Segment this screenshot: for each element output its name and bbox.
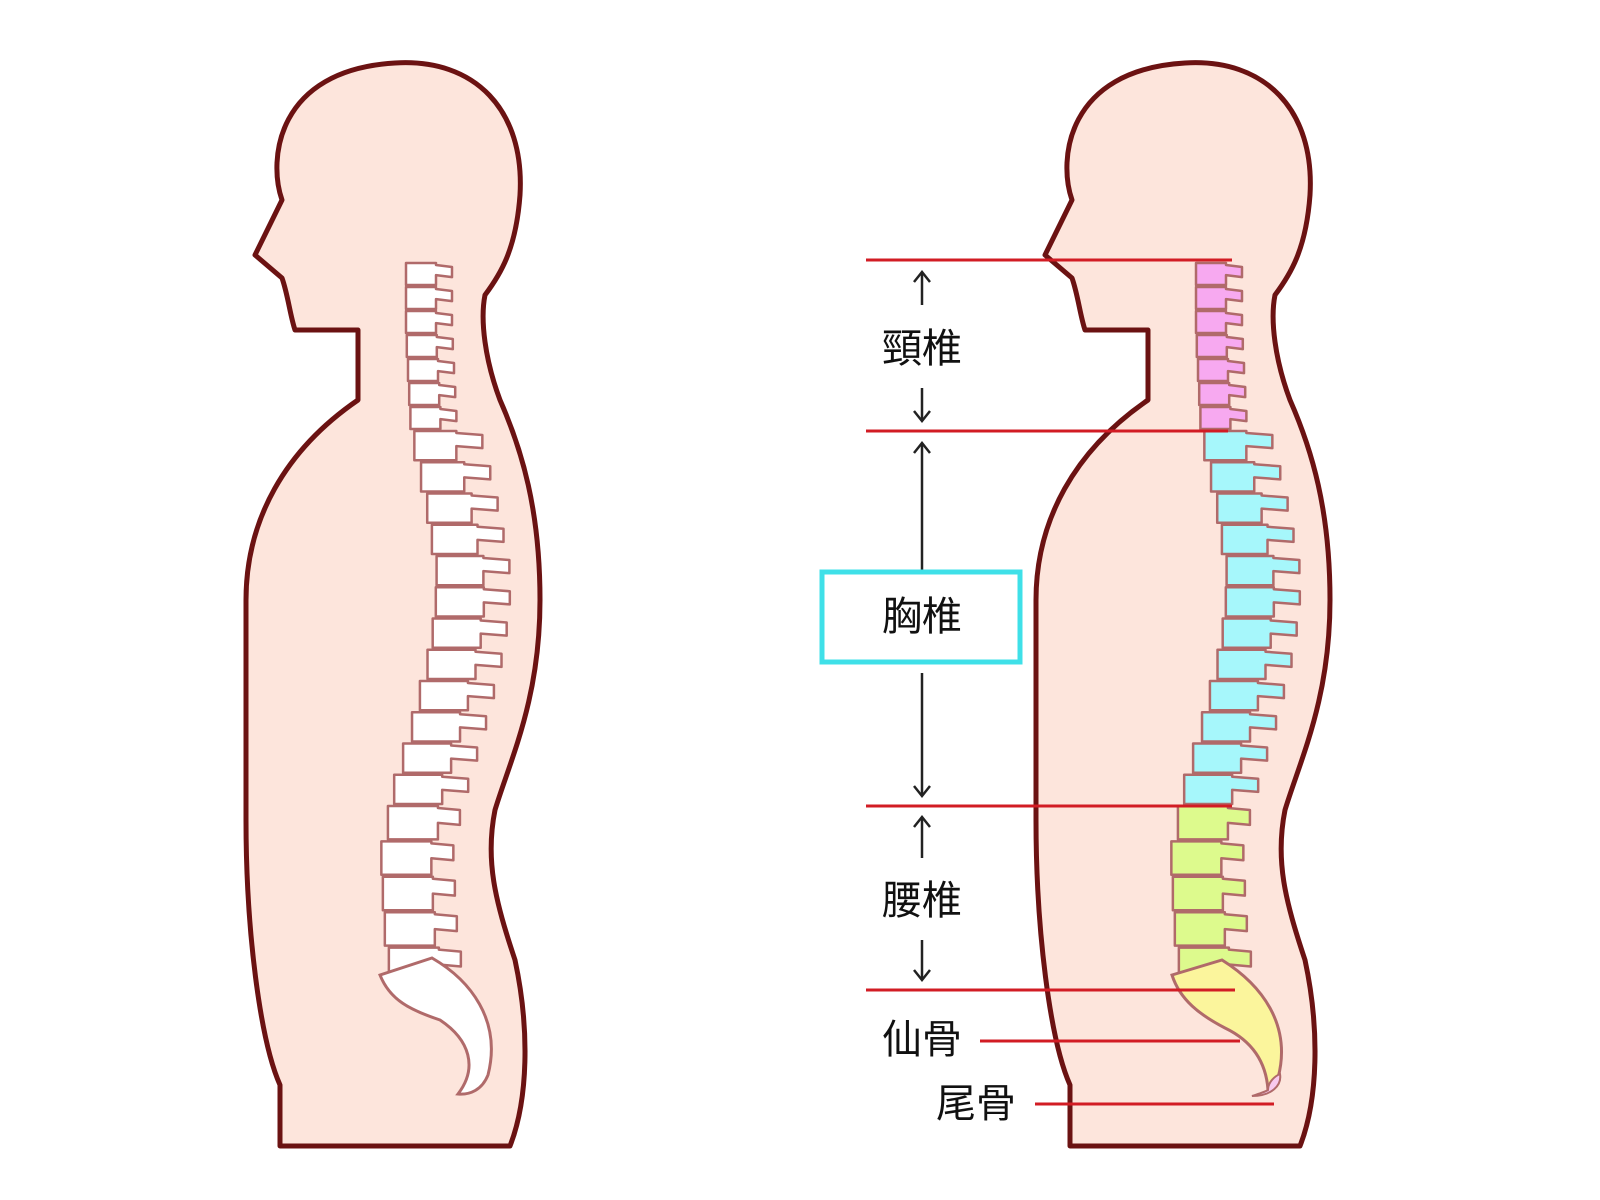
cervical-vertebra [409,405,458,431]
thoracic-vertebra [392,773,470,806]
cervical-vertebra [407,381,457,407]
lumbar-label: 腰椎 [882,878,962,924]
thoracic-vertebra [1203,429,1274,462]
left-spine [380,261,512,983]
thoracic-arrowhead-down [913,785,931,799]
thoracic-vertebra [431,617,508,649]
cervical-arrowhead-up [913,269,931,283]
thoracic-vertebra [425,492,499,524]
thoracic-vertebra [1191,742,1269,774]
thoracic-vertebra [1182,773,1260,806]
lumbar-vertebra [1171,875,1247,912]
lumbar-vertebra [380,840,455,877]
sacrum-label: 仙骨 [882,1017,962,1063]
thoracic-label: 胸椎 [882,594,962,640]
arrows [913,269,931,983]
lumbar-arrowhead-down [913,969,931,983]
thoracic-vertebra [1221,617,1298,649]
thoracic-vertebra [1208,679,1286,712]
thoracic-vertebra [413,429,484,462]
cervical-vertebra [1196,357,1246,383]
cervical-vertebra [404,285,454,311]
cervical-vertebra [404,309,454,335]
cervical-arrowhead-down [913,410,931,424]
right-body-outline [1033,60,1333,1149]
lumbar-vertebra [1173,910,1249,947]
cervical-vertebra [404,261,454,287]
thoracic-vertebra [1209,461,1282,493]
cervical-vertebra [406,357,456,383]
lumbar-vertebra [386,804,462,841]
thoracic-vertebra [401,742,479,774]
thoracic-vertebra [434,586,512,618]
left-sacrum [378,956,493,1096]
right-figure [1033,60,1333,1149]
cervical-vertebra [1194,285,1244,311]
thoracic-vertebra [1225,554,1301,587]
thoracic-arrowhead-up [913,440,931,454]
thoracic-vertebra [1200,711,1278,743]
thoracic-vertebra [418,679,496,712]
thoracic-vertebra [430,523,505,556]
left-figure [243,60,543,1149]
right-coccyx [1251,1072,1282,1097]
thoracic-vertebra [435,554,511,587]
lumbar-vertebra [383,910,459,947]
cervical-vertebra [1197,381,1247,407]
lumbar-vertebra [1170,840,1245,877]
thoracic-vertebra [1216,648,1293,681]
thoracic-vertebra [1215,492,1289,524]
thoracic-vertebra [1220,523,1295,556]
cervical-vertebra [1195,333,1245,359]
thoracic-vertebra [1224,586,1302,618]
right-spine [1170,261,1302,983]
left-body-outline [243,60,543,1149]
cervical-vertebra [1194,309,1244,335]
cervical-vertebra [1194,261,1244,287]
thoracic-vertebra [419,461,492,493]
cervical-vertebra [1199,405,1248,431]
thoracic-vertebra [426,648,503,681]
thoracic-vertebra [410,711,488,743]
lumbar-vertebra [381,875,457,912]
guide-lines [866,258,1274,1106]
cervical-label: 頸椎 [882,326,962,372]
cervical-vertebra [405,333,455,359]
lumbar-arrowhead-up [913,814,931,828]
coccyx-label: 尾骨 [936,1081,1016,1127]
thoracic-highlight-box [819,569,1023,665]
